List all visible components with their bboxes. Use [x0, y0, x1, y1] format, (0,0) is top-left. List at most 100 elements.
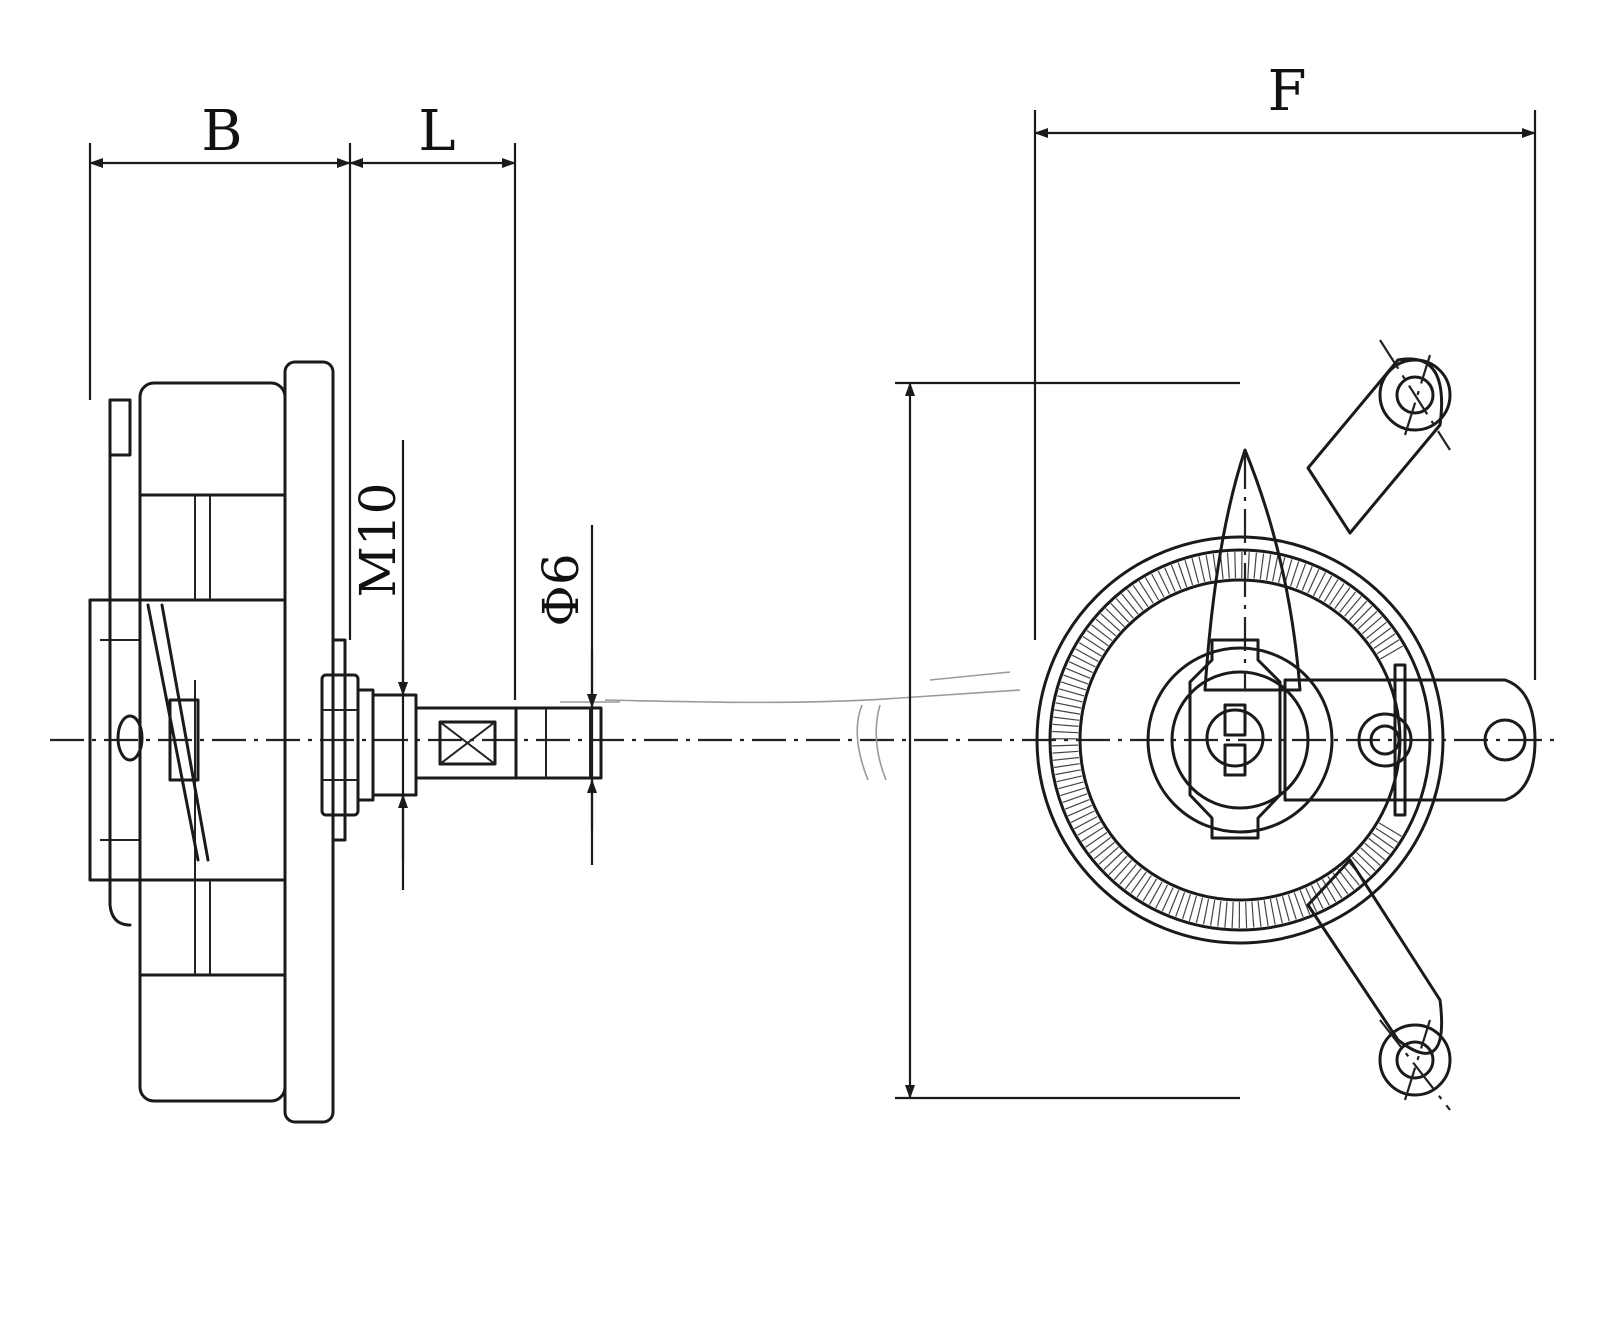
winding-turn — [1061, 681, 1087, 691]
winding-turn — [1089, 837, 1111, 854]
winding-turn — [1052, 750, 1079, 754]
winding-turn — [1321, 879, 1337, 903]
dimension-b — [88, 143, 352, 640]
winding-turn — [1067, 804, 1093, 817]
winding-turn — [1353, 605, 1373, 626]
winding-turn — [1148, 881, 1163, 905]
winding-turn — [1113, 859, 1133, 881]
shaft-dia-label: Ф6 — [532, 553, 590, 626]
winding-turn — [1098, 846, 1119, 865]
winding-turn — [1361, 616, 1383, 635]
winding-turn — [1188, 895, 1197, 922]
winding-turn — [1077, 821, 1101, 836]
winding-turn — [1053, 763, 1080, 769]
bracket-upper — [1306, 339, 1452, 535]
winding-turn — [1095, 618, 1117, 637]
winding-turn — [1093, 841, 1115, 860]
winding-turn — [1259, 553, 1265, 580]
winding-turn — [1105, 608, 1125, 628]
winding-turn — [1115, 598, 1134, 619]
winding-turn — [1054, 709, 1081, 715]
winding-turn — [1078, 642, 1102, 657]
winding-turn — [1368, 837, 1390, 855]
winding-turn — [1339, 591, 1357, 613]
winding-turn — [1157, 570, 1171, 595]
dim-label-l: L — [418, 99, 455, 164]
winding-turn — [1299, 890, 1311, 915]
winding-turn — [1055, 769, 1081, 776]
winding-turn — [1075, 648, 1099, 663]
winding-turn — [1373, 633, 1396, 649]
front-view: F — [895, 59, 1537, 1111]
winding-turn — [1257, 900, 1262, 927]
winding-turn — [1316, 882, 1330, 906]
winding-turn — [1375, 827, 1399, 843]
winding-turn — [1191, 558, 1200, 584]
winding-turn — [1181, 894, 1192, 920]
winding-turn — [1063, 674, 1089, 685]
thread-label: M10 — [349, 483, 407, 598]
winding-turn — [1342, 864, 1360, 886]
winding-turn — [1293, 892, 1304, 918]
winding-turn — [1272, 555, 1279, 582]
winding-turn — [1136, 875, 1152, 898]
winding-turn — [1329, 583, 1345, 606]
winding-turn — [1263, 900, 1269, 926]
resistance-winding — [1051, 551, 1404, 929]
winding-turn — [1074, 816, 1098, 830]
wiper-arm — [1203, 448, 1302, 692]
construction-line — [604, 689, 1021, 704]
dimension-height — [895, 381, 1240, 1100]
winding-turn — [1205, 554, 1212, 581]
winding-turn — [1103, 851, 1124, 871]
winding-turn — [1184, 560, 1194, 586]
winding-turn — [1132, 584, 1149, 608]
winding-turn — [1357, 610, 1378, 630]
winding-turn — [1086, 630, 1109, 647]
winding-turn — [1364, 842, 1386, 861]
winding-turn — [1369, 627, 1392, 644]
winding-turn — [1124, 868, 1142, 890]
winding-turn — [1245, 901, 1248, 928]
winding-turn — [1151, 573, 1165, 598]
dimension-f — [1033, 110, 1537, 680]
winding-turn — [1071, 654, 1096, 668]
winding-turn — [1376, 639, 1400, 655]
winding-turn — [1372, 832, 1394, 849]
winding-turn — [1247, 552, 1250, 579]
winding-turn — [1226, 552, 1230, 579]
winding-turn — [1057, 695, 1083, 703]
winding-turn — [1344, 596, 1362, 617]
winding-turn — [1164, 567, 1176, 592]
winding-turn — [1295, 563, 1307, 589]
winding-turn — [1217, 900, 1222, 927]
shaft — [414, 701, 620, 780]
winding-turn — [1269, 898, 1276, 925]
mounting-plate — [283, 360, 335, 1124]
winding-turn — [1351, 856, 1371, 877]
winding-turn — [1068, 661, 1093, 674]
terminal-bar — [1283, 663, 1537, 817]
winding-turn — [1348, 600, 1368, 621]
winding-turn — [1379, 645, 1404, 660]
winding-turn — [1126, 589, 1144, 611]
winding-turn — [1287, 894, 1297, 920]
bushing-nut — [320, 638, 418, 842]
winding-turn — [1064, 799, 1090, 810]
dimension-l — [349, 143, 517, 700]
winding-turn — [1058, 688, 1085, 697]
winding-turn — [1058, 781, 1084, 790]
winding-turn — [1175, 891, 1186, 917]
rear-bracket — [88, 398, 142, 927]
winding-turn — [1060, 787, 1086, 797]
winding-turn — [1065, 667, 1091, 679]
winding-turn — [1144, 577, 1160, 601]
winding-turn — [1082, 635, 1106, 652]
winding-turn — [1234, 552, 1237, 579]
dim-label-b: B — [201, 99, 242, 164]
winding-turn — [1312, 572, 1326, 596]
winding-turn — [1108, 855, 1128, 876]
ceramic-housing — [1035, 535, 1445, 945]
winding-turn — [1100, 613, 1121, 632]
